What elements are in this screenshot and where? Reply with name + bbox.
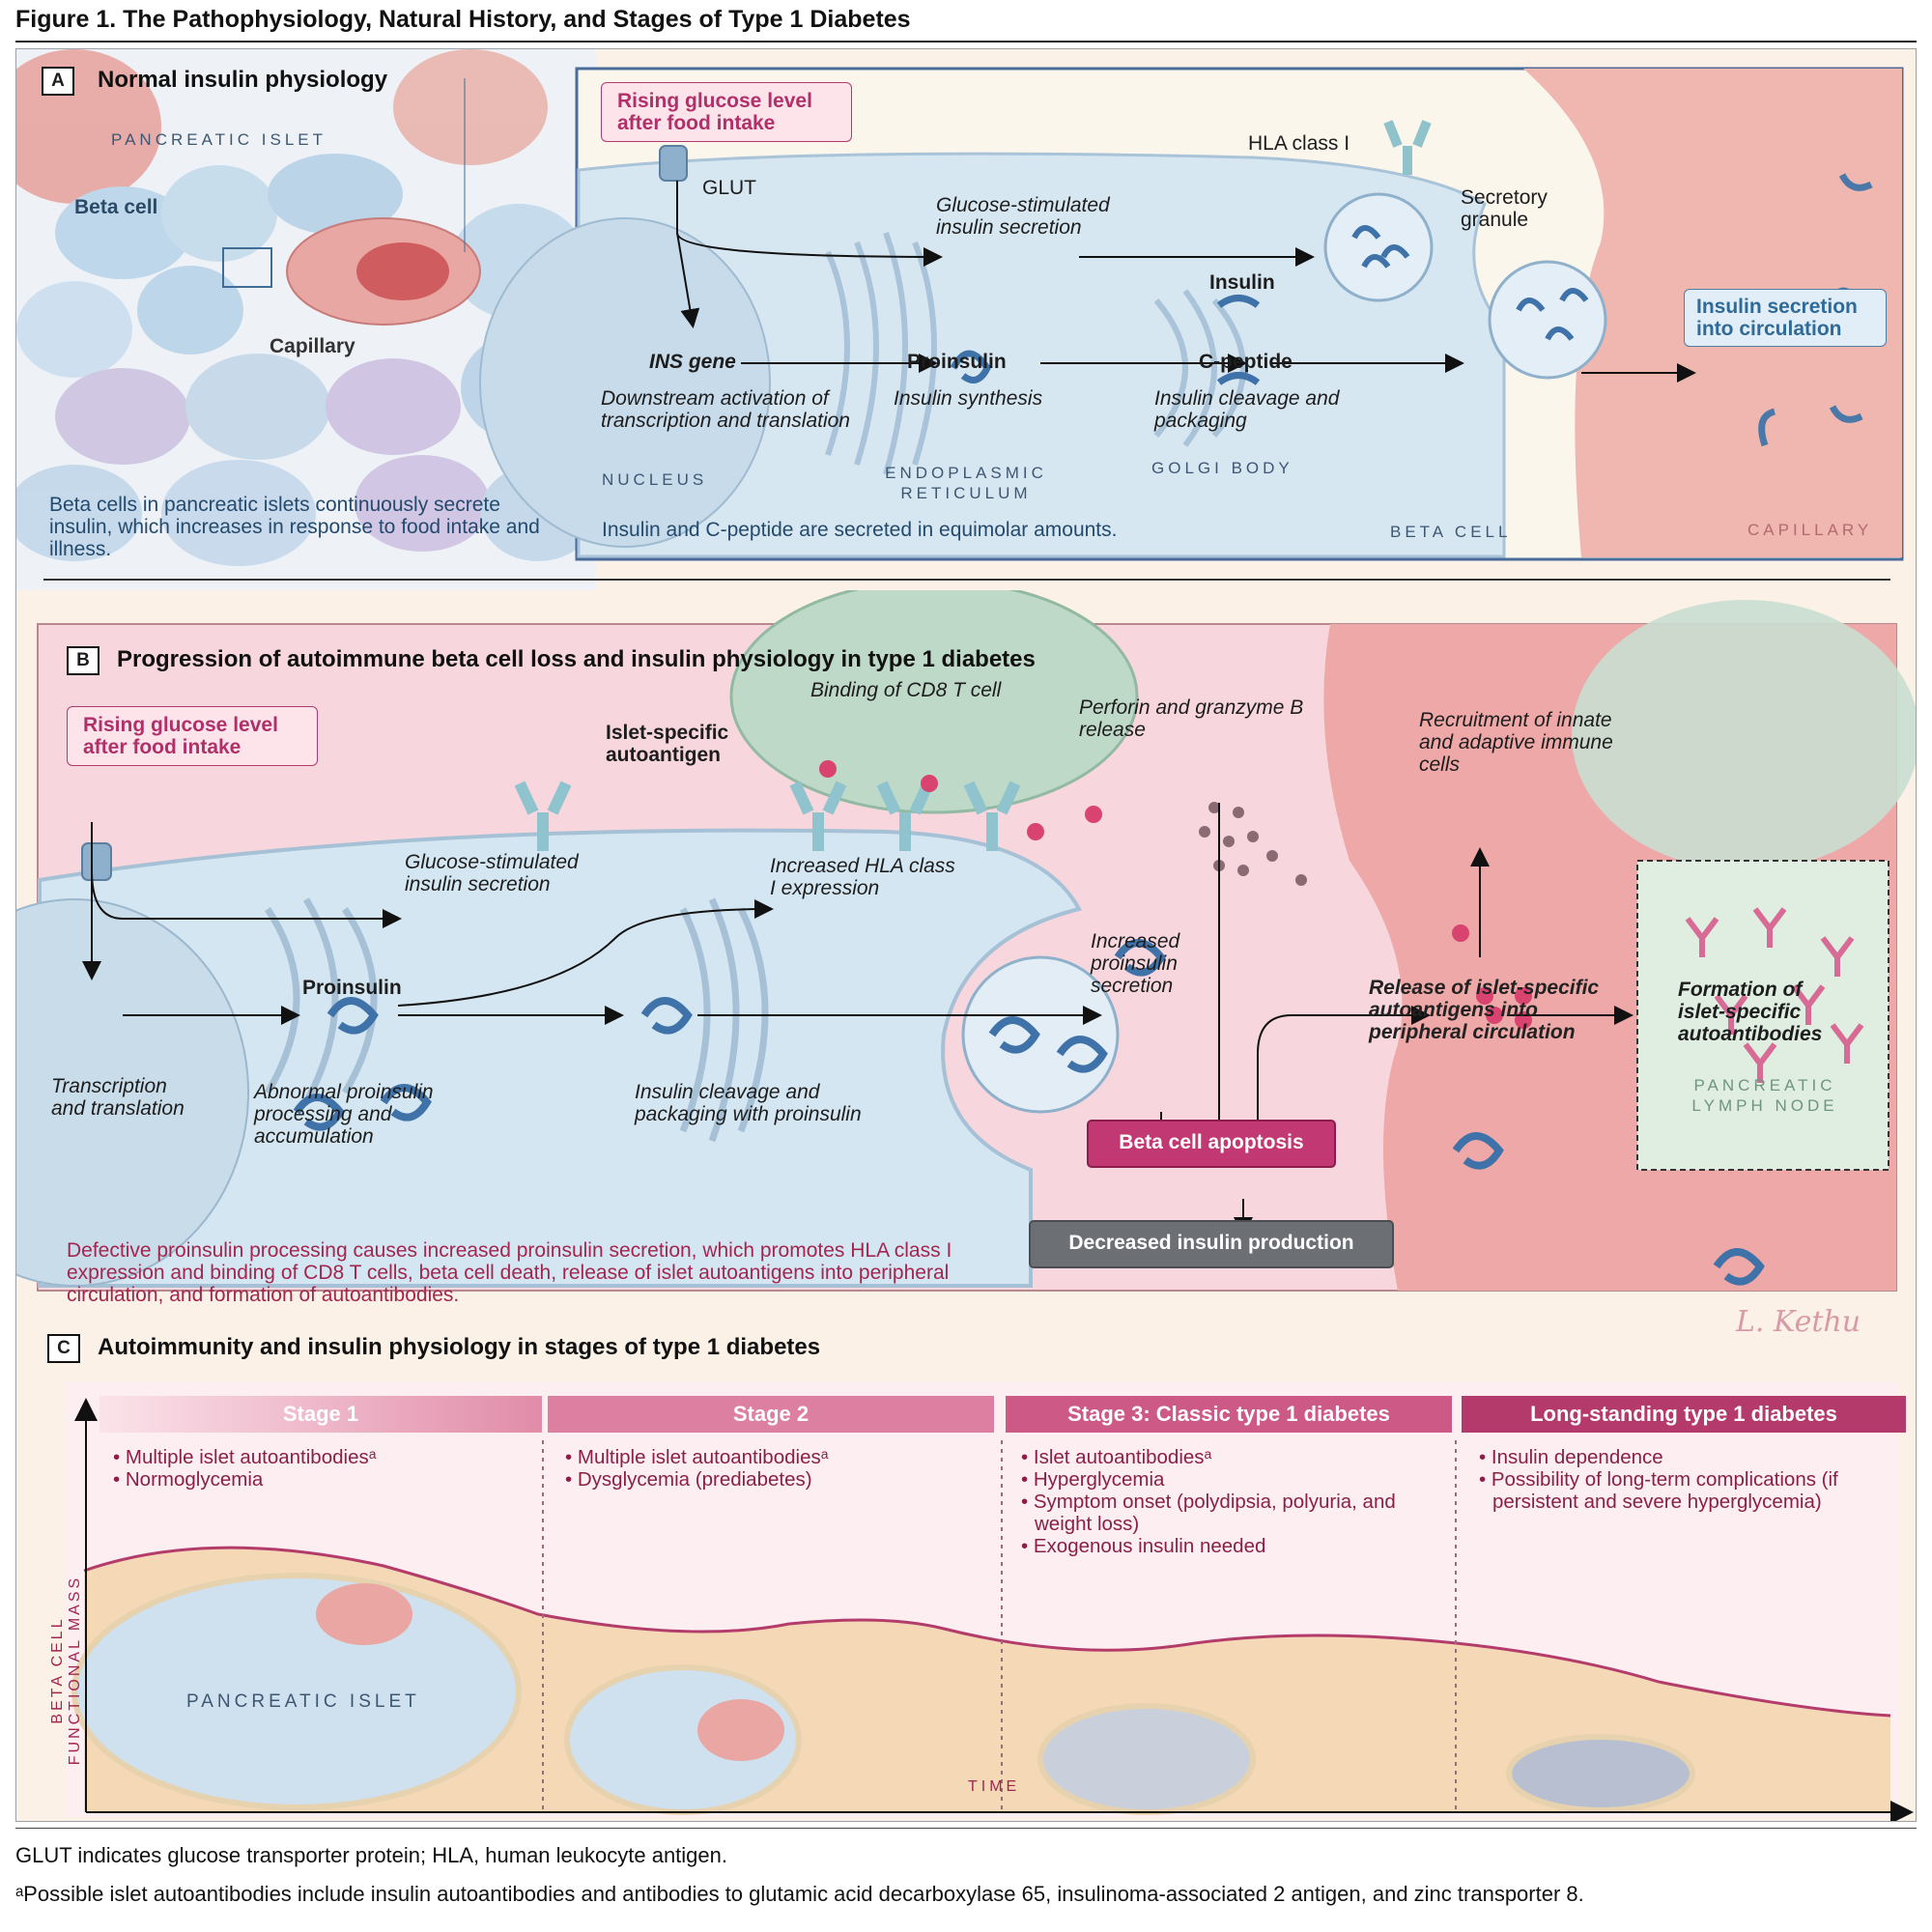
panel-a-letter: A [42,67,74,96]
long-standing-header: Long-standing type 1 diabetes [1462,1396,1906,1433]
c-peptide-label: C-peptide [1199,351,1293,373]
formation-autoantibodies-label: Formation of islet-specific autoantibodi… [1678,979,1823,1045]
beta-cell-apoptosis-box: Beta cell apoptosis [1087,1120,1336,1168]
stage-1-header: Stage 1 [99,1396,542,1433]
beta-cell-label: Beta cell [74,196,158,218]
recruitment-label: Recruitment of innate and adaptive immun… [1419,709,1613,776]
lymph-node-label: PANCREATIC LYMPH NODE [1691,1076,1838,1115]
panel-b-letter: B [67,646,99,675]
panel-a-illustration [16,49,1904,590]
nucleus-label: NUCLEUS [602,470,708,489]
stage-3-bullet-4: • Exogenous insulin needed [1021,1535,1266,1557]
pancreatic-islet-label-c: PANCREATIC ISLET [186,1691,420,1712]
release-autoantigens-label: Release of islet-specific autoantigens i… [1369,977,1600,1043]
glucose-stimulated-label-a: Glucose-stimulated insulin secretion [936,194,1110,239]
stage-2-bullet-1: • Multiple islet autoantibodiesᵃ [565,1446,829,1468]
panel-c-letter: C [47,1334,80,1363]
footnote-a: ᵃPossible islet autoantibodies include i… [15,1882,1584,1906]
long-standing-bullets: • Insulin dependence • Possibility of lo… [1475,1446,1890,1513]
abnormal-proinsulin-label: Abnormal proinsulin processing and accum… [254,1081,434,1148]
proinsulin-label-a: Proinsulin [907,351,1007,373]
insulin-secretion-box: Insulin secretion into circulation [1684,289,1887,347]
artist-signature: L. Kethu [1736,1305,1861,1339]
stage-1-bullets: • Multiple islet autoantibodiesᵃ • Normo… [109,1446,534,1491]
islet-autoantigen-label: Islet-specific autoantigen [606,722,729,766]
figure-frame: A Normal insulin physiology PANCREATIC I… [15,48,1917,1822]
proinsulin-label-b: Proinsulin [302,977,402,999]
stage-3-header: Stage 3: Classic type 1 diabetes [1006,1396,1452,1433]
y-axis-label: BETA CELL FUNCTIONAL MASS [49,1575,83,1766]
perforin-label: Perforin and granzyme B release [1079,696,1304,741]
panel-b-description: Defective proinsulin processing causes i… [67,1239,952,1306]
capillary-label: Capillary [270,335,355,357]
ins-gene-label: INS gene [649,351,736,373]
stage-3-bullet-3: • Symptom onset (polydipsia, polyuria, a… [1021,1491,1396,1535]
insulin-label: Insulin [1209,271,1275,294]
beta-cell-caps: BETA CELL [1390,523,1512,541]
panel-divider [43,579,1890,581]
cleavage-label-b: Insulin cleavage and packaging with proi… [635,1081,862,1125]
pancreatic-islet-label: PANCREATIC ISLET [111,130,327,149]
transcription-label: Transcription and translation [51,1075,185,1120]
panel-b-heading: Progression of autoimmune beta cell loss… [117,646,1036,672]
rising-glucose-box-b: Rising glucose level after food intake [67,706,318,766]
panel-a-description: Beta cells in pancreatic islets continuo… [49,494,540,560]
golgi-label: GOLGI BODY [1151,459,1293,477]
y-axis-label-wrap: BETA CELL FUNCTIONAL MASS [47,1556,86,1778]
stage-2-header: Stage 2 [548,1396,994,1433]
long-standing-bullet-2: • Possibility of long-term complications… [1479,1468,1838,1513]
hla-class-i-label: HLA class I [1248,132,1350,155]
panel-c-illustration [65,1382,1914,1821]
stage-2-bullet-2: • Dysglycemia (prediabetes) [565,1468,812,1491]
stage-3-bullet-2: • Hyperglycemia [1021,1468,1165,1491]
stage-2-bullets: • Multiple islet autoantibodiesᵃ • Dysgl… [561,1446,986,1491]
insulin-synthesis-label: Insulin synthesis [894,387,1043,410]
panel-b-illustration [16,590,1916,1292]
decreased-insulin-box: Decreased insulin production [1029,1220,1394,1268]
panel-c-heading: Autoimmunity and insulin physiology in s… [98,1334,821,1360]
title-rule [15,41,1917,43]
stage-3-bullets: • Islet autoantibodiesᵃ • Hyperglycemia … [1017,1446,1442,1557]
footnote-abbreviations: GLUT indicates glucose transporter prote… [15,1843,727,1867]
x-axis-label: TIME [968,1778,1021,1795]
stage-1-bullet-1: • Multiple islet autoantibodiesᵃ [113,1446,377,1468]
footnote-rule [15,1828,1917,1829]
rising-glucose-box-a: Rising glucose level after food intake [601,82,852,142]
binding-cd8-label: Binding of CD8 T cell [810,679,1002,701]
stage-1-bullet-2: • Normoglycemia [113,1468,264,1491]
capillary-caps: CAPILLARY [1747,521,1873,539]
glut-label: GLUT [702,177,757,199]
figure-title: Figure 1. The Pathophysiology, Natural H… [15,6,911,33]
increased-hla-label: Increased HLA class I expression [770,855,955,899]
secretory-granule-label: Secretory granule [1461,186,1548,231]
equimolar-note: Insulin and C-peptide are secreted in eq… [602,519,1118,541]
stage-3-bullet-1: • Islet autoantibodiesᵃ [1021,1446,1212,1468]
glucose-stimulated-label-b: Glucose-stimulated insulin secretion [405,851,579,895]
increased-proinsulin-label: Increased proinsulin secretion [1091,930,1180,997]
panel-a-heading: Normal insulin physiology [98,67,388,93]
long-standing-bullet-1: • Insulin dependence [1479,1446,1663,1468]
er-label: ENDOPLASMIC RETICULUM [885,464,1047,502]
downstream-label: Downstream activation of transcription a… [601,387,850,432]
cleavage-label-a: Insulin cleavage and packaging [1154,387,1340,432]
